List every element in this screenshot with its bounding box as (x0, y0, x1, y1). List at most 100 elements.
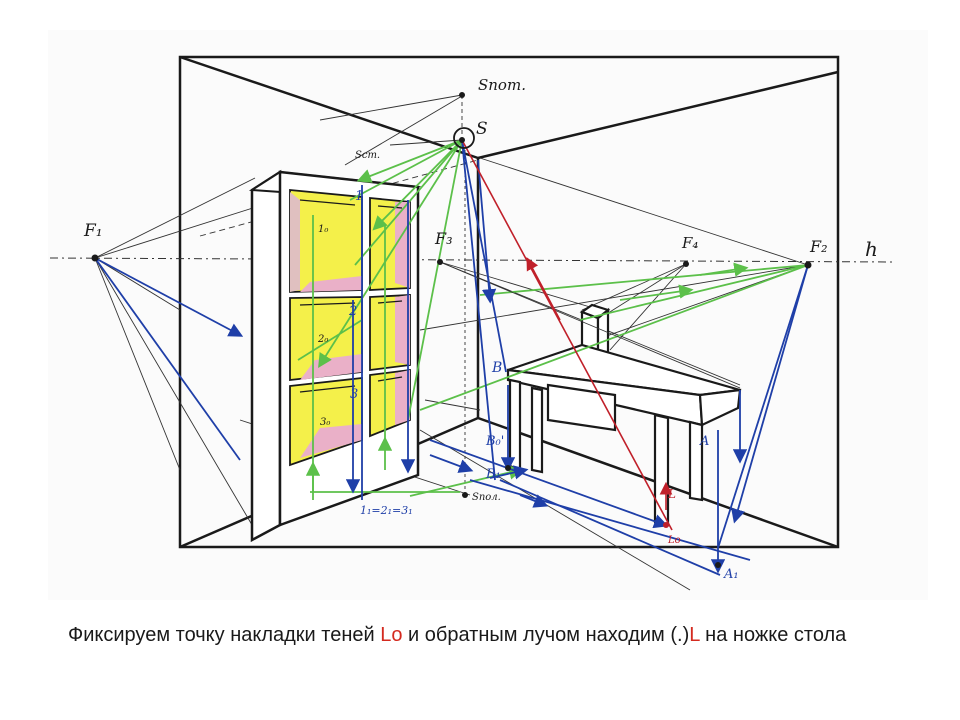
line-ceiling-3 (344, 95, 463, 166)
caption-l: L (689, 624, 700, 646)
caption-text-1: Фиксируем точку накладки теней (68, 624, 381, 646)
blue-floor-2 (429, 439, 669, 529)
green-ray-10 (407, 139, 463, 421)
blue-f2-a (717, 264, 809, 549)
point-s (459, 137, 465, 143)
paper (48, 30, 928, 600)
red-ray-back (526, 257, 561, 321)
caption-lo: Lo (380, 624, 403, 646)
blue-floor-6 (519, 494, 549, 508)
label-l: L (667, 487, 676, 501)
label-num-1: 1 (355, 189, 363, 204)
table-leg-left (508, 378, 522, 472)
green-ray-3 (318, 139, 463, 369)
ceiling-edge-right (477, 70, 839, 160)
shadow-left-1 (290, 192, 300, 292)
label-f2: F₂ (809, 237, 828, 256)
shelf-edge-5 (377, 300, 403, 304)
green-ray-7 (579, 264, 809, 321)
blue-floor-5 (489, 465, 529, 480)
label-cell-3o: 3₀ (320, 417, 330, 428)
point-f1 (91, 254, 99, 262)
green-rays (305, 139, 809, 497)
shelf-edge-2 (299, 302, 356, 306)
bookcase-side (250, 169, 282, 543)
horizon-line (49, 257, 896, 263)
label-cell-1o: 1₀ (318, 224, 328, 235)
red-ray-main (461, 139, 673, 531)
label-s: S (476, 119, 488, 139)
table-drawer (546, 383, 617, 432)
room-frame (178, 55, 840, 549)
shelf-edge-4 (377, 205, 403, 209)
green-ray-6 (479, 264, 809, 296)
table-apron-side (698, 388, 742, 427)
blue-f1-down (94, 257, 241, 461)
label-num-2: 2 (348, 304, 357, 319)
green-diag-1 (297, 319, 363, 361)
green-ray-2 (372, 139, 463, 231)
shadow-right-2 (395, 295, 410, 365)
points (91, 92, 812, 568)
label-equality: 1₁=2₁=3₁ (360, 504, 413, 517)
line-f1-b (94, 257, 256, 531)
green-ray-1 (356, 139, 463, 183)
label-b0: B₀' (485, 434, 504, 449)
green-ray-5 (349, 139, 463, 201)
label-b1: B₁ (485, 467, 501, 482)
labels: Sпот. S Sст. F₁ F₂ F₃ F₄ h 1₀ 2₀ 3₀ 1 2 … (83, 76, 878, 582)
shadow-shelf-1 (300, 276, 362, 292)
blue-f1-left (94, 257, 244, 337)
point-s-pol (462, 492, 468, 498)
table-leg-right (688, 420, 704, 502)
label-s-st: Sст. (355, 150, 380, 161)
label-f4: F₄ (681, 234, 698, 252)
shadow-right-3 (395, 370, 410, 425)
caption-text-2: и обратным лучом находим (.) (402, 624, 690, 646)
shelf-edge-3 (299, 385, 356, 393)
label-lo: Lo (667, 535, 681, 546)
line-floor-2 (424, 399, 481, 411)
line-ceiling-2 (319, 94, 463, 121)
blue-f2-b (731, 264, 809, 524)
green-ray-8 (419, 264, 809, 411)
label-a1: A₁ (723, 567, 739, 582)
blue-ray-s-floor (461, 139, 496, 481)
label-f3: F₃ (434, 229, 453, 248)
red-rays (461, 139, 673, 531)
point-lo (663, 522, 669, 528)
label-num-3: 3 (350, 387, 358, 402)
point-f2 (804, 261, 812, 269)
label-cell-2o: 2₀ (317, 334, 328, 345)
line-f4-c (609, 263, 687, 351)
label-s-pot: Sпот. (478, 76, 526, 94)
table (506, 303, 742, 527)
label-b: B (491, 360, 502, 376)
label-s-pol: Sпол. (472, 492, 501, 503)
blue-floor-1 (469, 479, 751, 561)
blue-floor-4 (429, 454, 474, 473)
point-s-pot (459, 92, 465, 98)
label-a: A (699, 434, 709, 449)
line-f1-d (94, 257, 181, 311)
line-f1-a (94, 177, 256, 259)
blue-ray-s-b (461, 139, 507, 373)
green-floor-2 (409, 465, 524, 497)
green-ray-11 (619, 284, 694, 301)
shelf-lines (299, 199, 403, 393)
green-ray-12 (699, 262, 749, 277)
line-f4-a (581, 263, 687, 311)
line-f3-a (439, 261, 601, 311)
table-leg-back (530, 386, 544, 474)
caption: Фиксируем точку накладки теней Lo и обра… (68, 620, 948, 650)
ceiling-edge-left (179, 55, 479, 160)
point-f4 (683, 261, 689, 267)
caption-text-3: на ножке стола (699, 624, 847, 646)
shelf-edge-6 (377, 376, 403, 382)
line-f2-a (479, 157, 809, 266)
point-f3 (437, 259, 443, 265)
line-ceiling-4 (389, 139, 463, 146)
shadow-shelf-3 (300, 424, 362, 458)
line-f1-e (94, 199, 279, 259)
